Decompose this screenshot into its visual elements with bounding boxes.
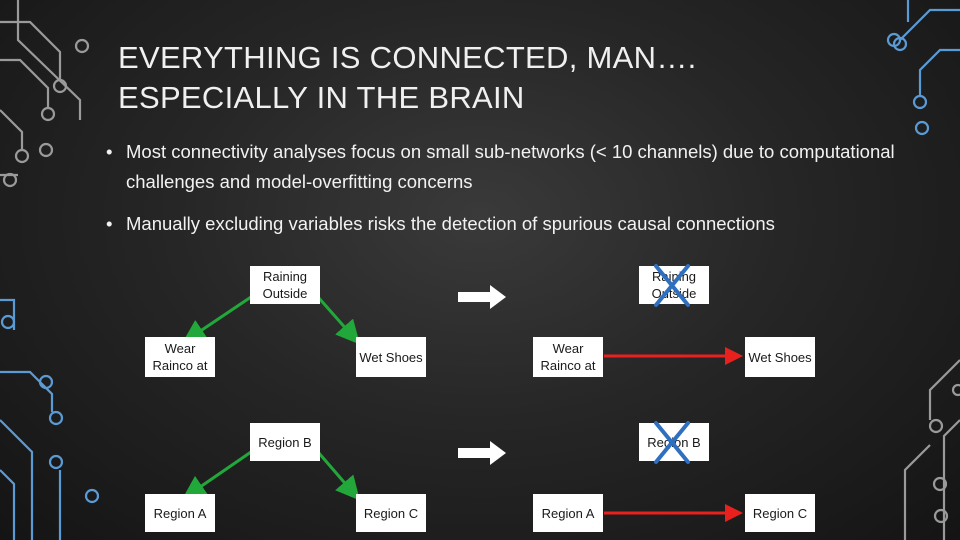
edge-regionb-to-regiona bbox=[182, 450, 252, 500]
node-wear-raincoat-right: Wear Rainco at bbox=[533, 337, 603, 377]
node-region-b-left: Region B bbox=[250, 423, 320, 461]
edge-regionb-to-regionc bbox=[316, 451, 360, 501]
node-raining-outside-left: Raining Outside bbox=[250, 266, 320, 304]
node-region-b-right: Region B bbox=[639, 423, 709, 461]
edge-rain-to-shoes bbox=[316, 296, 360, 345]
node-region-a-right: Region A bbox=[533, 494, 603, 532]
title-line-1: EVERYTHING IS CONNECTED, MAN…. bbox=[118, 40, 697, 75]
node-wet-shoes-left: Wet Shoes bbox=[356, 337, 426, 377]
bullet-item: • Most connectivity analyses focus on sm… bbox=[104, 137, 924, 197]
node-region-a-left: Region A bbox=[145, 494, 215, 532]
node-wear-raincoat-left: Wear Rainco at bbox=[145, 337, 215, 377]
bullet-item: • Manually excluding variables risks the… bbox=[104, 209, 924, 239]
bullet-dot: • bbox=[106, 141, 113, 162]
node-raining-outside-right: Raining Outside bbox=[639, 266, 709, 304]
bullet-dot: • bbox=[106, 213, 113, 234]
node-region-c-left: Region C bbox=[356, 494, 426, 532]
node-wet-shoes-right: Wet Shoes bbox=[745, 337, 815, 377]
transform-arrow-bottom bbox=[458, 441, 506, 465]
node-region-c-right: Region C bbox=[745, 494, 815, 532]
edge-rain-to-raincoat bbox=[182, 295, 252, 344]
bullet-text: Most connectivity analyses focus on smal… bbox=[126, 141, 895, 192]
bullet-list: • Most connectivity analyses focus on sm… bbox=[104, 137, 924, 251]
transform-arrow-top bbox=[458, 285, 506, 309]
bullet-text: Manually excluding variables risks the d… bbox=[126, 213, 775, 234]
slide-title: EVERYTHING IS CONNECTED, MAN…. ESPECIALL… bbox=[118, 38, 878, 118]
title-line-2: ESPECIALLY IN THE BRAIN bbox=[118, 80, 525, 115]
